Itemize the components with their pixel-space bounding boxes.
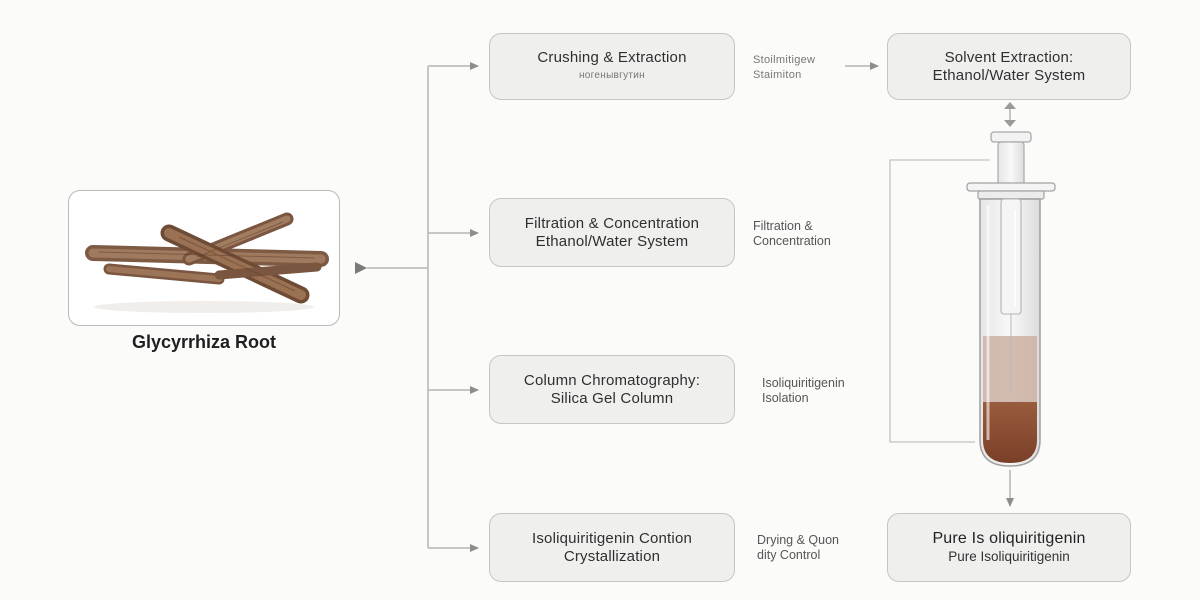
step-subtitle: Silica Gel Column <box>550 389 674 407</box>
side-note-line: Concentration <box>753 234 831 248</box>
glycyrrhiza-root-card <box>68 190 340 326</box>
step-subtitle: Crystallization <box>563 547 661 565</box>
licorice-root-icon <box>85 212 329 313</box>
side-note-line: Staimiton <box>753 69 802 81</box>
root-output-arrowhead <box>355 262 367 274</box>
glycyrrhiza-root-label: Glycyrrhiza Root <box>131 332 277 352</box>
step-title: Pure Is oliquiritigenin <box>932 529 1086 547</box>
step-subtitle: Ethanol/Water System <box>932 66 1086 84</box>
step-subtitle: Ethanol/Water System <box>535 232 689 250</box>
column-chromatography-box: Column Chromatography: Silica Gel Column <box>489 355 735 424</box>
step-subtitle: Pure Isoliquiritigenin <box>948 548 1070 564</box>
side-note-line: Stoilmitigew <box>753 54 816 66</box>
filtration-concentration-box: Filtration & Concentration Ethanol/Water… <box>489 198 735 267</box>
step-title: Isoliquiritigenin Contion <box>531 529 693 547</box>
step-subtitle: ногенывгутин <box>578 69 646 81</box>
crushing-extraction-box: Crushing & Extraction ногенывгутин <box>489 33 735 100</box>
side-note-line: Filtration & <box>753 219 813 233</box>
step-title: Solvent Extraction: <box>944 48 1074 66</box>
isolation-side-note: Isoliquiritigenin Isolation <box>762 376 845 406</box>
step-title: Crushing & Extraction <box>537 48 687 66</box>
pure-isoliquiritigenin-box: Pure Is oliquiritigenin Pure Isoliquirit… <box>887 513 1131 582</box>
drying-side-note: Drying & Quon dity Control <box>757 533 839 563</box>
crushing-side-note: Stoilmitigew Staimiton <box>753 53 815 83</box>
step-title: Filtration & Concentration <box>524 214 700 232</box>
solvent-extraction-box: Solvent Extraction: Ethanol/Water System <box>887 33 1131 100</box>
crystallization-box: Isoliquiritigenin Contion Crystallizatio… <box>489 513 735 582</box>
column-bracket-line <box>889 159 990 443</box>
step-title: Column Chromatography: <box>523 371 701 389</box>
filtration-side-note: Filtration & Concentration <box>753 219 831 249</box>
side-note-line: Isoliquiritigenin <box>762 376 845 390</box>
side-note-line: Drying & Quon <box>757 533 839 547</box>
side-note-line: Isolation <box>762 391 809 405</box>
side-note-line: dity Control <box>757 548 821 562</box>
